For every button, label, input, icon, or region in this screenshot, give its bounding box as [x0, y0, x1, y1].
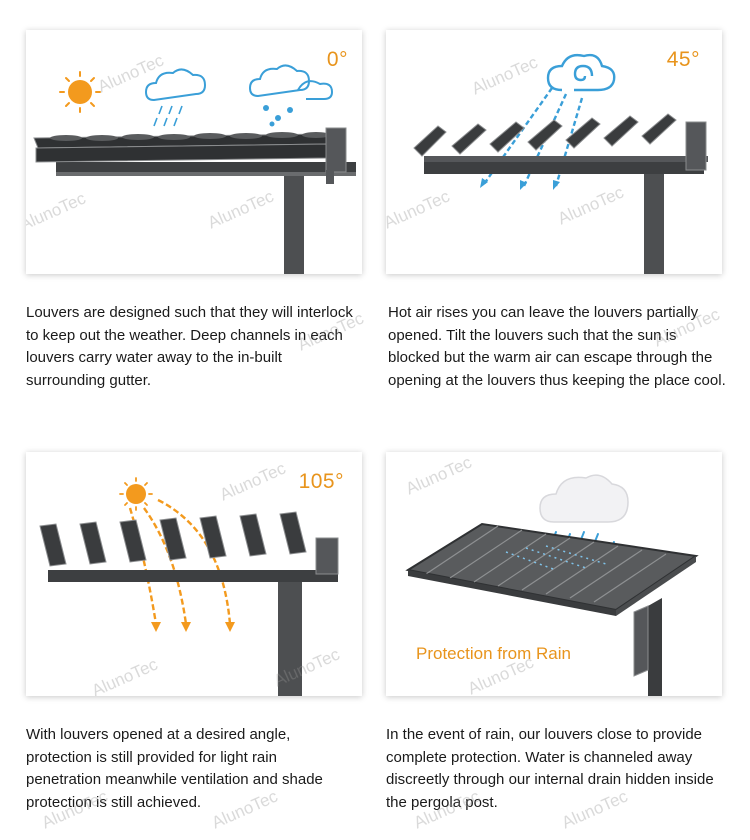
snow-cloud-icon: [248, 64, 334, 127]
panel-closed-louvers: 0° AlunoTec AlunoTec AlunoTec: [26, 30, 362, 274]
description-rain: In the event of rain, our louvers close …: [386, 726, 714, 811]
panel-105-louvers: 105° AlunoTec AlunoTec AlunoTec: [26, 452, 362, 696]
angle-label: 45°: [666, 48, 700, 71]
rain-caption: Protection from Rain: [416, 644, 571, 663]
description-105: With louvers opened at a desired angle, …: [26, 726, 323, 811]
wind-cloud-icon: [546, 53, 616, 92]
sun-icon: [119, 477, 153, 511]
angle-label: 105°: [298, 470, 344, 493]
description-closed: Louvers are designed such that they will…: [26, 304, 353, 389]
rain-cloud-icon: [144, 68, 207, 127]
pergola-closed-illustration: [33, 64, 356, 274]
panel-rain-protection: Protection from Rain AlunoTec AlunoTec: [386, 452, 722, 696]
pergola-rain-illustration: [405, 474, 699, 696]
pergola-105-illustration: [39, 477, 339, 696]
description-45: Hot air rises you can leave the louvers …: [388, 304, 726, 389]
pergola-45-illustration: [413, 53, 708, 274]
sun-icon: [59, 71, 101, 113]
panel-45-louvers: 45° AlunoTec AlunoTec AlunoTec: [386, 30, 722, 274]
angle-label: 0°: [326, 48, 348, 71]
